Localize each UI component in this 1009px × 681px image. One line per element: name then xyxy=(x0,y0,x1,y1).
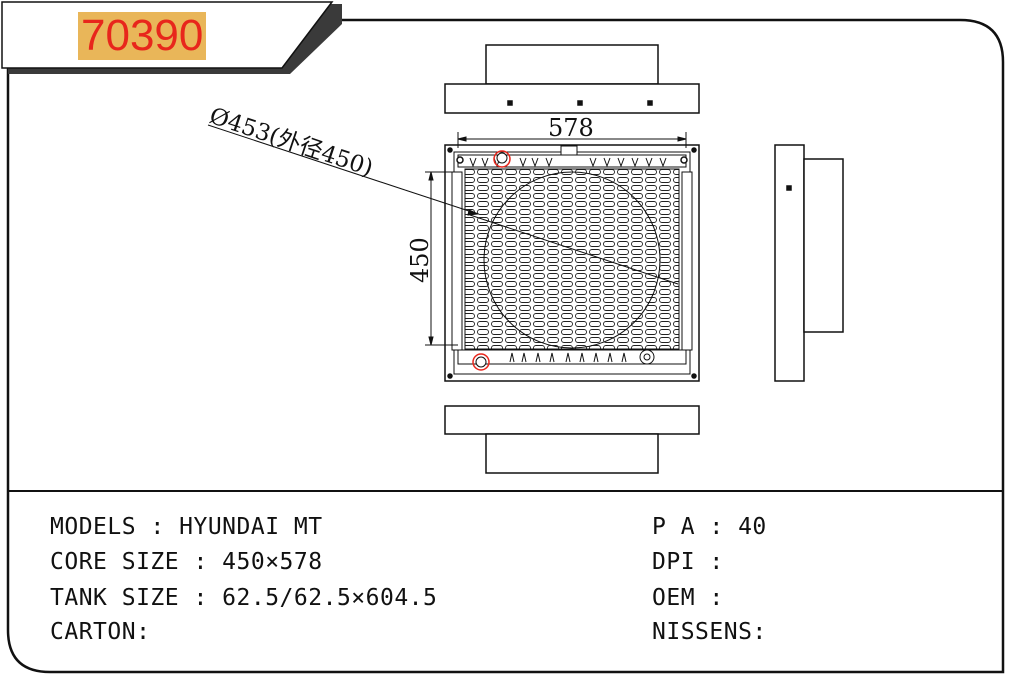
part-number-label: 70390 xyxy=(78,12,207,60)
top-view xyxy=(444,44,700,114)
side-view xyxy=(774,144,844,382)
height-dimension xyxy=(425,171,458,346)
width-dimension xyxy=(457,132,687,148)
sheet-border xyxy=(6,18,1005,674)
spec-dpi: DPI : xyxy=(652,549,724,575)
spec-tank-size: TANK SIZE : 62.5/62.5×604.5 xyxy=(50,585,438,611)
height-dimension-label: 450 xyxy=(406,237,434,283)
width-dimension-label: 578 xyxy=(548,114,594,142)
spec-pa: P A : 40 xyxy=(652,514,767,540)
fan-diameter-leader xyxy=(207,124,480,216)
spec-core-size: CORE SIZE : 450×578 xyxy=(50,549,323,575)
spec-models: MODELS : HYUNDAI MT xyxy=(50,514,323,540)
fan-diameter-note: Ø453(外径450) xyxy=(206,103,376,182)
spec-oem: OEM : xyxy=(652,585,724,611)
outlet-highlight-marker xyxy=(472,353,490,371)
front-view xyxy=(444,144,700,382)
spec-carton: CARTON: xyxy=(50,619,151,645)
bottom-view xyxy=(444,405,700,474)
spec-nissens: NISSENS: xyxy=(652,619,767,645)
inlet-highlight-marker xyxy=(493,150,511,168)
